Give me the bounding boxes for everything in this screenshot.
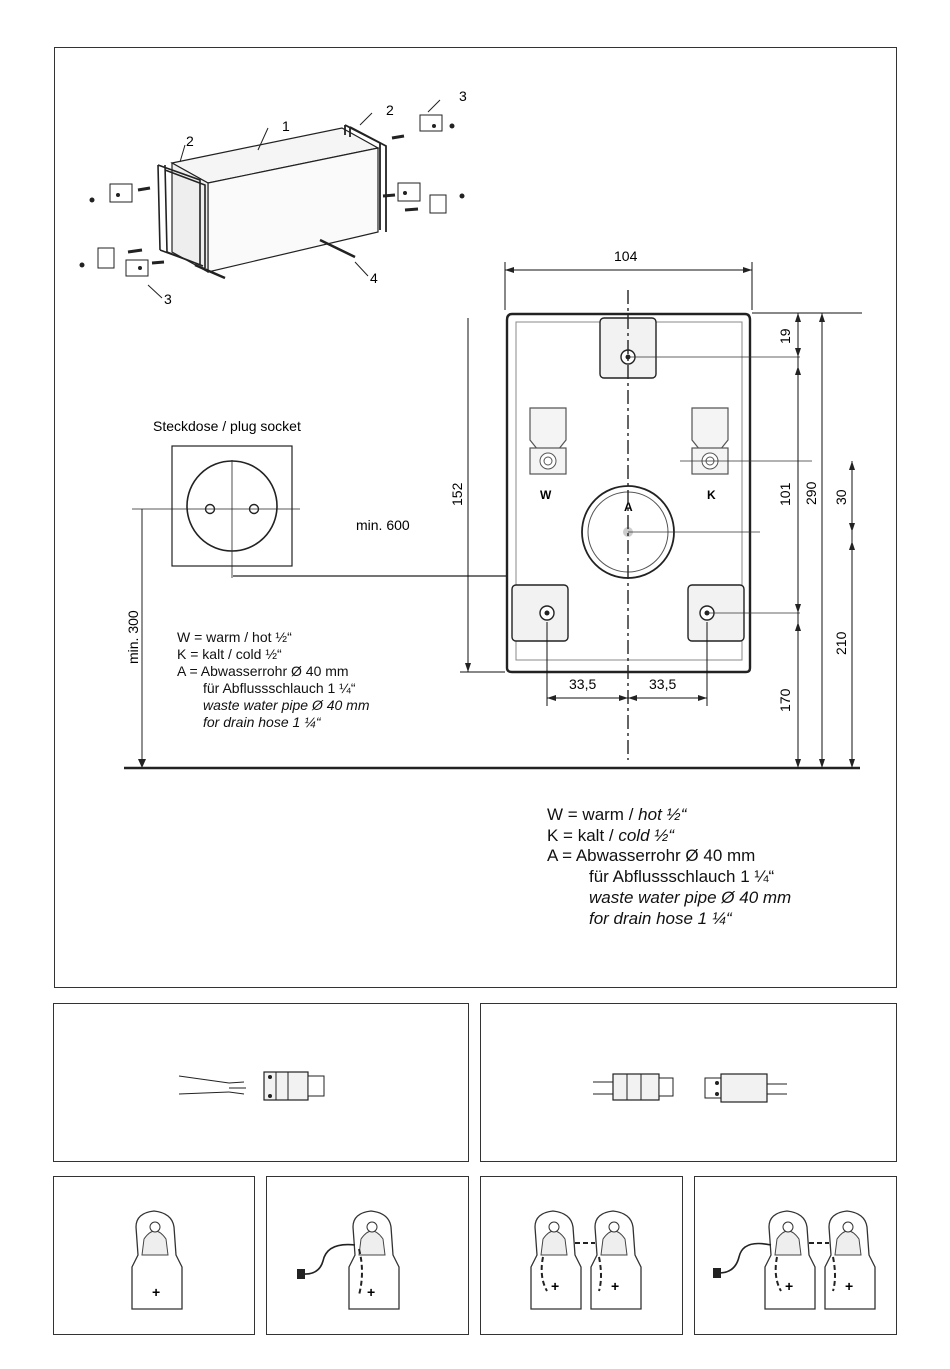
legend-small: W = warm / hot ½“ K = kalt / cold ½“ A =… <box>177 629 370 731</box>
min-600-label: min. 600 <box>356 517 410 533</box>
dim-152: 152 <box>449 482 465 506</box>
legend-small-w: W = warm / hot ½“ <box>177 629 292 645</box>
heater-plus: + <box>367 1284 375 1300</box>
heater-panel-3: + + <box>480 1176 683 1335</box>
heater-single-illustration: + <box>131 1210 183 1310</box>
legend-large-a4: for drain hose 1 ¼“ <box>589 908 732 928</box>
heater-double-cable-illustration: + + <box>713 1210 876 1310</box>
dim-30: 30 <box>833 489 849 505</box>
heater-panel-2: + <box>266 1176 469 1335</box>
main-diagram: 1 2 2 3 3 4 Steckdose / plug socket min.… <box>79 88 862 770</box>
exploded-view: 1 2 2 3 3 4 <box>79 88 467 307</box>
heater-plus: + <box>785 1278 793 1294</box>
heater-plus: + <box>551 1278 559 1294</box>
dim-19: 19 <box>777 328 793 344</box>
dimensions: 104 152 19 101 170 290 30 <box>449 248 862 768</box>
dim-210: 210 <box>833 631 849 655</box>
heater-plus: + <box>611 1278 619 1294</box>
legend-small-k: K = kalt / cold ½“ <box>177 646 282 663</box>
part-label-3-top: 3 <box>459 88 467 104</box>
legend-large-w: W = warm / hot ½“ <box>547 805 791 826</box>
part-label-1: 1 <box>282 118 290 134</box>
socket-title: Steckdose / plug socket <box>153 418 301 434</box>
legend-small-a2: für Abflussschlauch 1 ¼“ <box>203 680 356 697</box>
cable-panel-left <box>53 1003 469 1162</box>
legend-small-a4: for drain hose 1 ¼“ <box>203 714 321 731</box>
legend-small-a3: waste water pipe Ø 40 mm <box>203 697 370 714</box>
part-label-2-right: 2 <box>386 102 394 118</box>
dim-33-5-right: 33,5 <box>649 676 676 692</box>
dim-170: 170 <box>777 688 793 712</box>
label-W: W <box>540 488 552 502</box>
dim-33-5-left: 33,5 <box>569 676 596 692</box>
heater-double-illustration: + + <box>530 1210 642 1310</box>
heater-panel-1: + <box>53 1176 255 1335</box>
heater-plus: + <box>152 1284 160 1300</box>
legend-large-k-text: K = kalt / <box>547 825 619 845</box>
cable-panel-right <box>480 1003 897 1162</box>
dim-width-104: 104 <box>614 248 638 264</box>
legend-large-a: A = Abwasserrohr Ø 40 mm <box>547 846 756 866</box>
legend-large-k-italic: cold ½“ <box>618 825 675 845</box>
legend-large-k: K = kalt / cold ½“ <box>547 826 791 847</box>
label-A: A <box>624 500 633 514</box>
legend-small-a: A = Abwasserrohr Ø 40 mm <box>177 663 349 680</box>
legend-large: W = warm / hot ½“ K = kalt / cold ½“ A =… <box>547 805 791 929</box>
plug-socket: Steckdose / plug socket <box>132 418 301 578</box>
unit-front-view: W A K <box>505 290 812 760</box>
heater-plus: + <box>845 1278 853 1294</box>
cable-connector-illustration <box>178 1071 325 1101</box>
part-label-3-bottom: 3 <box>164 291 172 307</box>
part-label-2-left: 2 <box>186 133 194 149</box>
heater-panel-4: + + <box>694 1176 897 1335</box>
legend-large-a2: für Abflussschlauch 1 ¼“ <box>589 867 775 887</box>
legend-large-w-italic: hot ½“ <box>638 805 687 824</box>
legend-large-a3: waste water pipe Ø 40 mm <box>589 887 792 907</box>
legend-large-w-text: W = warm / <box>547 805 639 824</box>
dim-290: 290 <box>803 481 819 505</box>
dim-101: 101 <box>777 482 793 506</box>
heater-single-cable-illustration: + <box>297 1210 400 1310</box>
part-label-4: 4 <box>370 270 378 286</box>
min-300-label: min. 300 <box>125 610 141 664</box>
connector-pair-illustration <box>593 1073 787 1103</box>
label-K: K <box>707 488 716 502</box>
